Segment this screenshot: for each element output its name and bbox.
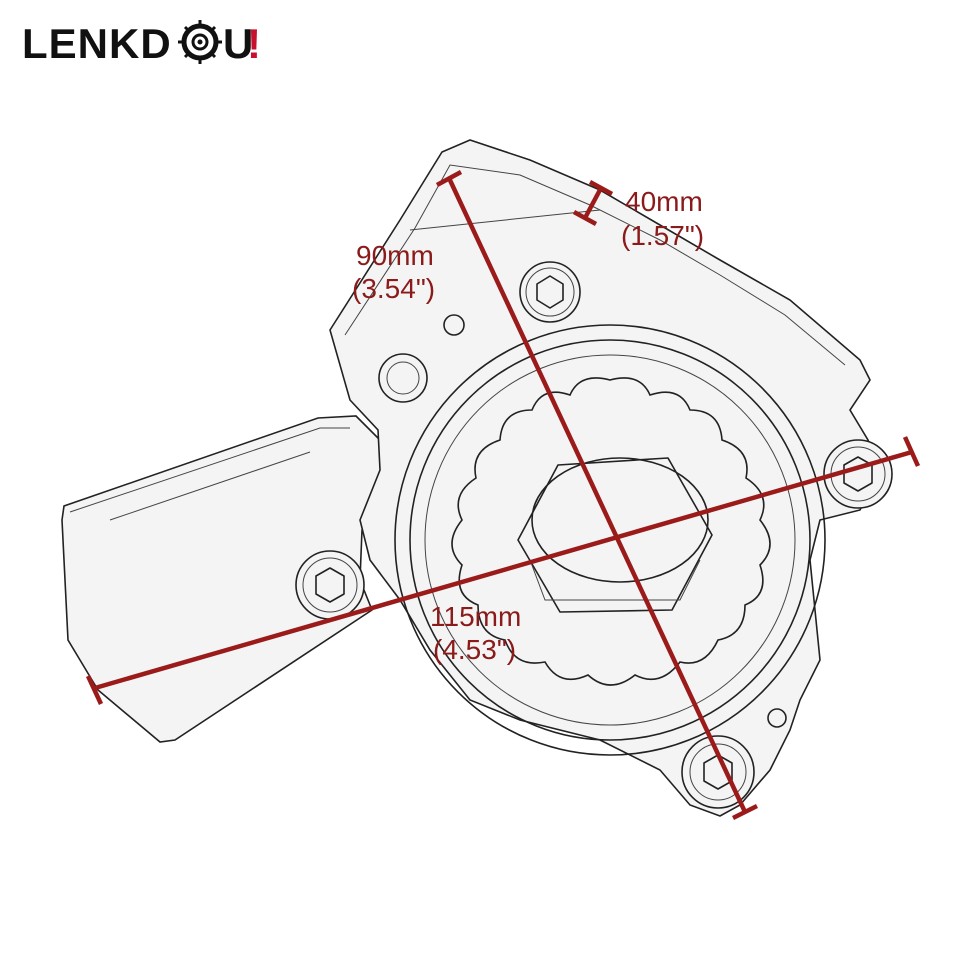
bolt-bottom: [681, 735, 755, 809]
hex-bore: [517, 457, 713, 613]
outer-ring: [394, 324, 826, 756]
height-imperial-label: (3.54"): [352, 273, 435, 304]
bolt-left: [295, 550, 365, 620]
small-screw-top: [443, 314, 465, 336]
gear-wheel-icon: [178, 20, 222, 64]
bolt-top: [519, 261, 581, 323]
length-metric-label: 115mm: [430, 601, 521, 632]
length-dimension-line: [94, 449, 913, 691]
brand-logo: LENKD U !: [22, 20, 262, 67]
dimension-lines: [85, 170, 921, 821]
brand-name-prefix: LENKD: [22, 20, 172, 67]
pump-arm: [61, 415, 383, 743]
gear-rotor: [451, 377, 771, 686]
thickness-metric-label: 40mm: [625, 186, 703, 217]
dowel-pin-left: [378, 353, 428, 403]
brand-name-mark: !: [247, 20, 262, 67]
brand-name-suffix: U: [223, 20, 254, 67]
length-imperial-label: (4.53"): [433, 634, 516, 665]
oil-pump-drawing: [61, 139, 893, 817]
height-dimension-line: [446, 177, 748, 813]
small-screw-bottom: [767, 708, 787, 728]
height-metric-label: 90mm: [356, 240, 434, 271]
thickness-imperial-label: (1.57"): [621, 220, 704, 251]
thickness-dimension-line: [583, 186, 603, 220]
